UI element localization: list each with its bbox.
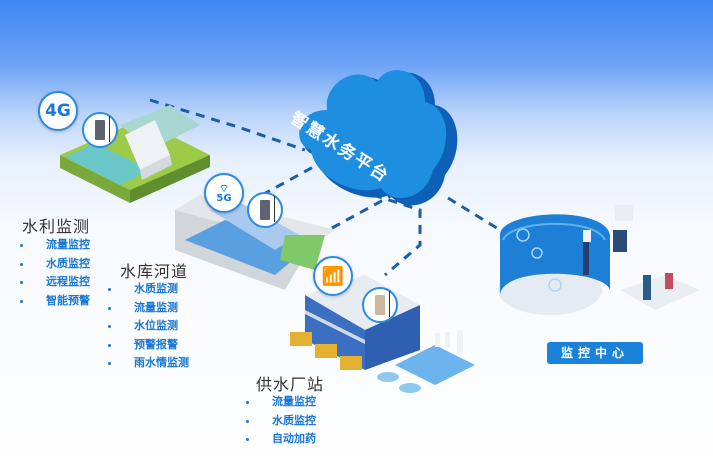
feature-item: 自动加药 — [246, 430, 316, 449]
feature-item: 水质监控 — [246, 412, 316, 431]
network-wifi-badge: 📶 — [313, 256, 353, 296]
feature-item: 流量监控 — [246, 393, 316, 412]
feature-item: 水质监控 — [20, 255, 90, 274]
feature-list-reservoir: 水质监测 流量监测 水位监测 预警报警 雨水情监测 — [108, 280, 189, 373]
feature-list-water-plant: 流量监控 水质监控 自动加药 — [246, 393, 316, 449]
line-cloud-to-center — [447, 196, 501, 232]
wifi-icon: 📶 — [321, 265, 345, 287]
feature-list-hydraulic: 流量监控 水质监控 远程监控 智能预警 — [20, 236, 90, 311]
feature-item: 远程监控 — [20, 273, 90, 292]
feature-item: 流量监测 — [108, 299, 189, 318]
network-4g-label: 4G — [45, 101, 71, 121]
network-5g-badge: ⌔ 5G — [204, 173, 244, 213]
feature-item: 水质监测 — [108, 280, 189, 299]
section-title-reservoir: 水库河道 — [120, 262, 189, 281]
feature-item: 水位监测 — [108, 317, 189, 336]
network-5g-label: 5G — [216, 192, 232, 204]
dam-illustration — [60, 105, 210, 203]
iot-gateway-icon — [82, 112, 118, 148]
section-title-water-plant: 供水厂站 — [256, 375, 325, 394]
wifi-icon: ⌔ — [218, 181, 230, 195]
line-plant-to-cloud — [357, 188, 422, 277]
control-room-illustration — [498, 205, 700, 315]
network-4g-badge: 4G — [38, 91, 78, 131]
feature-item: 智能预警 — [20, 292, 90, 311]
iot-gateway-icon — [362, 287, 398, 323]
iot-gateway-icon — [247, 192, 283, 228]
cloud-platform — [299, 70, 458, 206]
section-title-hydraulic: 水利监测 — [22, 217, 91, 236]
monitoring-center-button[interactable]: 监控中心 — [547, 342, 643, 364]
feature-item: 流量监控 — [20, 236, 90, 255]
feature-item: 雨水情监测 — [108, 354, 189, 373]
feature-item: 预警报警 — [108, 336, 189, 355]
